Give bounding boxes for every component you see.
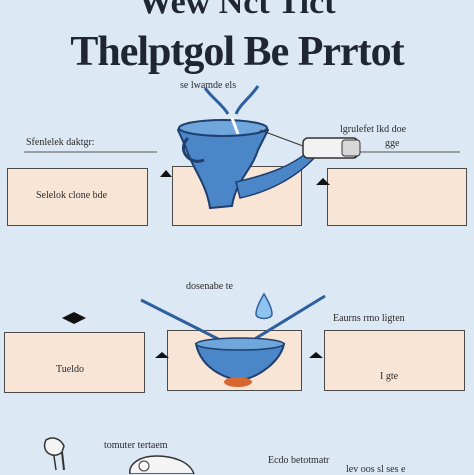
faucet-icon xyxy=(43,437,65,471)
top-left-box xyxy=(7,168,148,226)
bottom-right-box xyxy=(324,330,465,391)
top-diagram-label: se lwamde els xyxy=(180,80,237,91)
top-right-label-1: lgrulefet lkd doe xyxy=(340,124,407,135)
footer-left-label: tomuter tertaem xyxy=(104,440,168,451)
top-left-label: Sfenlelek daktgr: xyxy=(26,137,95,148)
title-line-1: Wew Nct Tict xyxy=(138,0,336,21)
arrow-up-icon xyxy=(309,352,323,358)
bottom-left-box-text: Tueldo xyxy=(56,364,84,375)
footer-right-label-2: lev oos sl ses e xyxy=(346,464,406,475)
arrow-up-icon xyxy=(155,352,169,358)
water-drop-icon xyxy=(255,292,273,320)
nasal-spray-icon xyxy=(129,455,195,474)
top-right-label-2: gge xyxy=(385,138,400,149)
top-right-box xyxy=(327,168,467,226)
bottom-right-label: Eaurns rmo ligten xyxy=(333,313,405,324)
bottom-left-box xyxy=(4,332,145,393)
arrow-up-icon xyxy=(160,170,172,177)
nozzle-icon xyxy=(259,129,361,159)
arrow-left-icon xyxy=(62,312,86,324)
footer-right-label-1: Ecdo betotmatr xyxy=(268,455,330,466)
arrow-up-icon xyxy=(316,178,330,185)
bottom-diagram-label: dosenabe te xyxy=(186,281,233,292)
bowl-icon xyxy=(194,337,286,387)
top-left-box-text: Selelok clone bde xyxy=(36,190,108,201)
water-stream-right xyxy=(234,85,260,115)
bottom-right-box-text: I gte xyxy=(380,371,399,382)
title-line-2: Thelptgol Be Prrtot xyxy=(70,29,404,75)
water-stream-left xyxy=(203,87,230,115)
neti-pot-icon xyxy=(176,117,318,210)
